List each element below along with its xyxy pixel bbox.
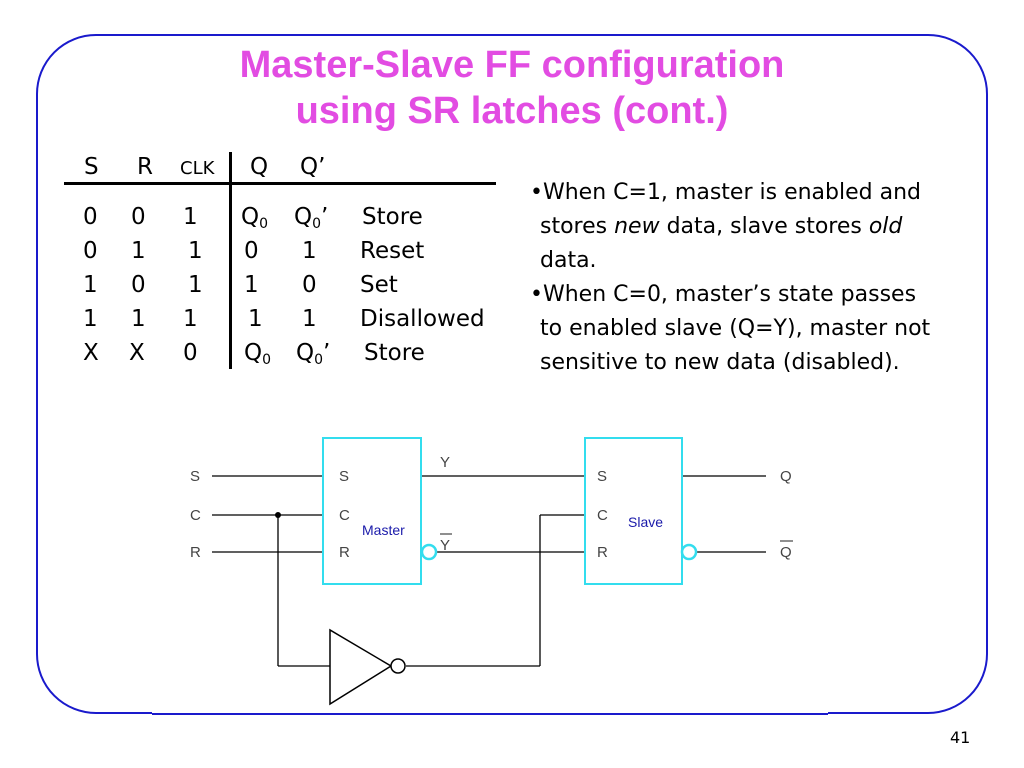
note-line: •When C=0, master’s state passes xyxy=(530,282,917,307)
cell-qn: 0 xyxy=(302,272,317,298)
cell-s: 0 xyxy=(83,238,98,264)
slave-qbar-bubble xyxy=(680,543,698,561)
slide-title: Master-Slave FF configuration using SR l… xyxy=(0,42,1024,134)
cell-qn: Q0’ xyxy=(296,340,331,368)
master-ybar-bubble xyxy=(420,543,438,561)
master-label: Master xyxy=(362,522,405,538)
cell-clk: 1 xyxy=(188,272,203,298)
header-r: R xyxy=(137,154,153,180)
cell-q: 0 xyxy=(244,238,259,264)
output-q-label: Q xyxy=(780,468,792,485)
note-line: stores new data, slave stores old xyxy=(540,214,903,239)
cell-r: X xyxy=(129,340,145,366)
cell-action: Disallowed xyxy=(360,306,485,332)
master-pin-s: S xyxy=(339,468,349,485)
header-qn: Q’ xyxy=(300,154,326,180)
page-number: 41 xyxy=(950,728,971,747)
cell-q: Q0 xyxy=(244,340,272,368)
cell-r: 0 xyxy=(131,204,146,230)
table-header-rule xyxy=(64,182,496,185)
cell-r: 0 xyxy=(131,272,146,298)
slave-pin-s: S xyxy=(597,468,607,485)
cell-qn: 1 xyxy=(302,306,317,332)
title-line-2: using SR latches (cont.) xyxy=(295,90,729,132)
table-divider xyxy=(229,152,232,369)
cell-s: X xyxy=(83,340,99,366)
master-pin-c: C xyxy=(339,507,350,524)
cell-r: 1 xyxy=(131,306,146,332)
cell-qn: Q0’ xyxy=(294,204,329,232)
cell-s: 1 xyxy=(83,306,98,332)
note-line: sensitive to new data (disabled). xyxy=(540,350,900,375)
cell-clk: 1 xyxy=(188,238,203,264)
input-r-label: R xyxy=(190,544,201,561)
cell-r: 1 xyxy=(131,238,146,264)
input-s-label: S xyxy=(190,468,200,485)
note-bullet-2: •When C=0, master’s state passes to enab… xyxy=(530,278,930,380)
header-q: Q xyxy=(250,154,269,180)
cell-s: 1 xyxy=(83,272,98,298)
master-box xyxy=(322,437,422,585)
note-line: data. xyxy=(540,248,597,273)
note-line: •When C=1, master is enabled and xyxy=(530,180,921,205)
title-line-1: Master-Slave FF configuration xyxy=(239,44,785,86)
cell-clk: 1 xyxy=(183,204,198,230)
inverter-gate xyxy=(329,628,393,706)
note-bullet-1: •When C=1, master is enabled and stores … xyxy=(530,176,921,278)
cell-clk: 1 xyxy=(183,306,198,332)
header-s: S xyxy=(84,154,99,180)
cell-qn: 1 xyxy=(302,238,317,264)
master-pin-r: R xyxy=(339,544,350,561)
cell-action: Store xyxy=(362,204,423,230)
slave-label: Slave xyxy=(628,514,663,530)
note-line: to enabled slave (Q=Y), master not xyxy=(540,316,931,341)
master-out-y: Y xyxy=(440,454,450,471)
cell-q: Q0 xyxy=(241,204,269,232)
master-out-ybar: Y xyxy=(440,537,450,554)
slave-pin-c: C xyxy=(597,507,608,524)
cell-q: 1 xyxy=(244,272,259,298)
cell-action: Reset xyxy=(360,238,425,264)
wires xyxy=(212,475,766,667)
footer-line xyxy=(152,713,828,715)
slave-box xyxy=(584,437,683,585)
cell-action: Set xyxy=(360,272,398,298)
cell-clk: 0 xyxy=(183,340,198,366)
cell-q: 1 xyxy=(248,306,263,332)
output-qbar-label: Q xyxy=(780,544,792,561)
inverter-bubble xyxy=(390,658,406,674)
input-c-label: C xyxy=(190,507,201,524)
cell-s: 0 xyxy=(83,204,98,230)
slave-pin-r: R xyxy=(597,544,608,561)
header-clk: CLK xyxy=(180,158,215,179)
junction-dot xyxy=(275,512,281,518)
cell-action: Store xyxy=(364,340,425,366)
